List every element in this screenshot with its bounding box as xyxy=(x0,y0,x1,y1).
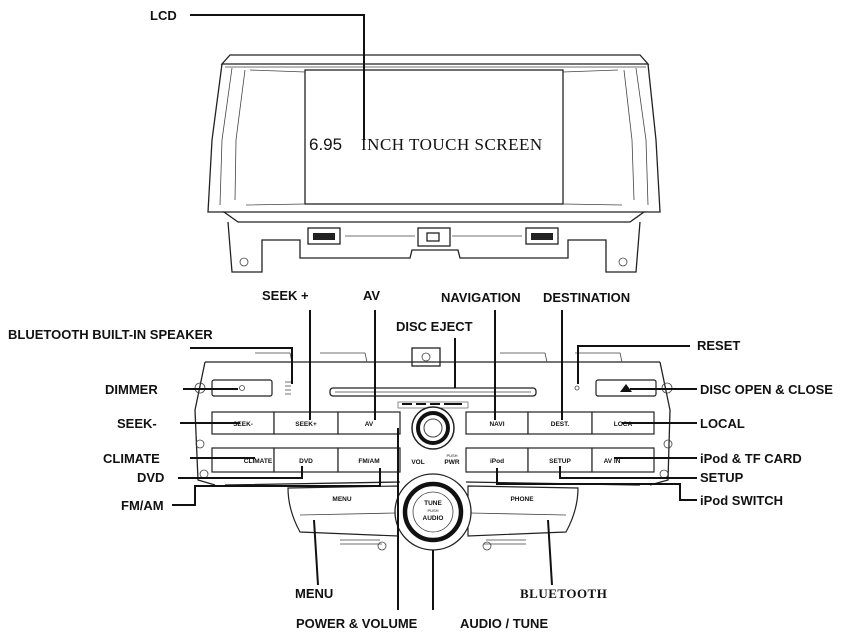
loca-button-label: LOCA xyxy=(614,421,633,428)
tune-label: TUNE xyxy=(424,500,442,507)
label-menu: MENU xyxy=(295,586,333,601)
screen-size-text: 6.95 xyxy=(309,135,342,154)
label-dimmer: DIMMER xyxy=(105,382,158,397)
phone-button-label: PHONE xyxy=(510,496,534,503)
dest-button-label: DEST. xyxy=(551,421,570,428)
dvd-button-label: DVD xyxy=(299,458,313,465)
pwr-label: PWR xyxy=(444,459,459,466)
label-ipod-tf-card: iPod & TF CARD xyxy=(700,451,802,466)
label-seek-minus: SEEK- xyxy=(117,416,157,431)
audio-label: AUDIO xyxy=(423,515,444,522)
label-setup: SETUP xyxy=(700,470,744,485)
label-av: AV xyxy=(363,288,380,303)
label-bluetooth-speaker: BLUETOOTH BUILT-IN SPEAKER xyxy=(8,327,213,342)
callout-lines xyxy=(172,310,697,610)
touch-screen[interactable] xyxy=(304,69,564,205)
dvd-button[interactable] xyxy=(273,447,339,473)
seek-minus-button-label: SEEK- xyxy=(233,421,253,428)
label-local: LOCAL xyxy=(700,416,745,431)
vol-label: VOL xyxy=(411,459,424,466)
label-disc-eject: DISC EJECT xyxy=(396,319,473,334)
label-lcd: LCD xyxy=(150,8,177,23)
label-bluetooth: BLUETOOTH xyxy=(520,586,607,601)
label-audio-tune: AUDIO / TUNE xyxy=(460,616,548,631)
seek-plus-button-label: SEEK+ xyxy=(295,421,317,428)
av-button[interactable] xyxy=(337,411,401,435)
lcd-unit xyxy=(207,54,661,273)
screen-description-text: INCH TOUCH SCREEN xyxy=(361,135,543,154)
menu-button-label: MENU xyxy=(332,496,351,503)
label-fm-am: FM/AM xyxy=(121,498,164,513)
label-destination: DESTINATION xyxy=(543,290,630,305)
climate-button-label: CLIMATE xyxy=(244,458,273,465)
navi-button-label: NAVI xyxy=(489,421,504,428)
push-label-upper: PUSH xyxy=(446,453,457,458)
label-reset: RESET xyxy=(697,338,740,353)
climate-button[interactable] xyxy=(211,447,275,473)
label-dvd: DVD xyxy=(137,470,164,485)
label-ipod-switch: iPod SWITCH xyxy=(700,493,783,508)
setup-button-label: SETUP xyxy=(549,458,571,465)
av-button-label: AV xyxy=(365,421,374,428)
label-seek-plus: SEEK + xyxy=(262,288,309,303)
phone-button[interactable] xyxy=(467,485,579,537)
label-climate: CLIMATE xyxy=(103,451,160,466)
ipod-button-label: iPod xyxy=(490,458,504,465)
av-in-button[interactable] xyxy=(591,447,655,473)
fm-am-button-label: FM/AM xyxy=(358,458,379,465)
label-navigation: NAVIGATION xyxy=(441,290,521,305)
av-in-button-label: AV IN xyxy=(604,458,621,465)
fm-am-button[interactable] xyxy=(337,447,401,473)
menu-button[interactable] xyxy=(287,485,399,537)
eject-icon xyxy=(620,384,632,392)
label-power-volume: POWER & VOLUME xyxy=(296,616,418,631)
leader-lcd xyxy=(190,14,365,140)
control-panel xyxy=(194,347,673,551)
label-disc-open-close: DISC OPEN & CLOSE xyxy=(700,382,833,397)
push-label-lower: PUSH xyxy=(427,508,438,513)
